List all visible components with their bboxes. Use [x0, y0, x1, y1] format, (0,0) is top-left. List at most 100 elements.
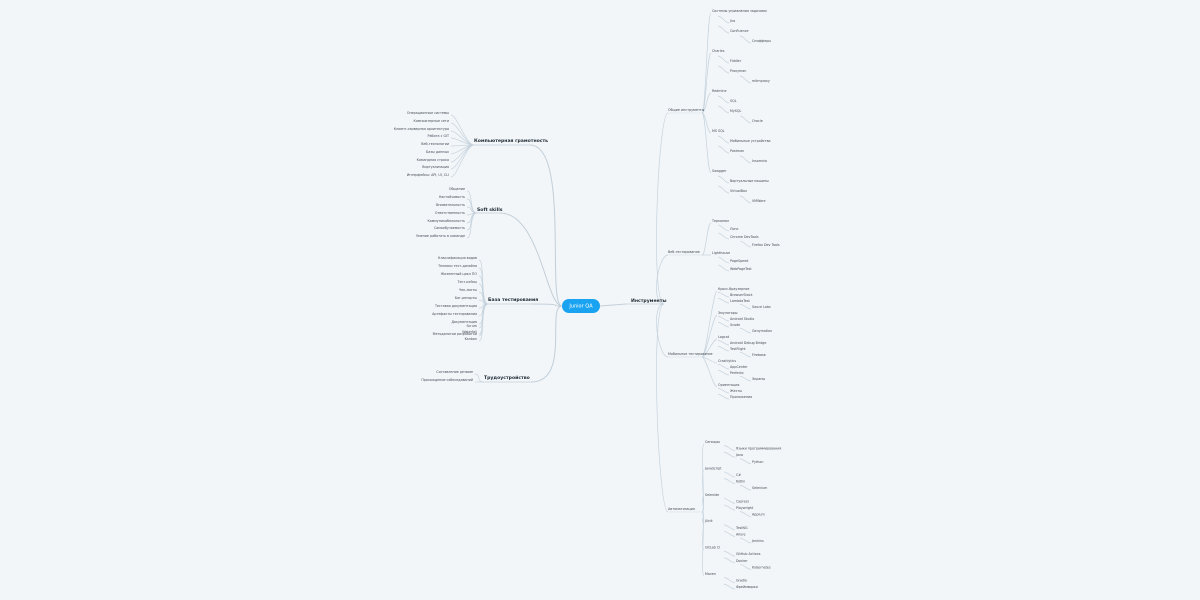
root-node[interactable]: Junior QA	[562, 299, 600, 313]
tool-item[interactable]: Kubernetes	[752, 565, 771, 569]
tool-item[interactable]: WebPageTest	[730, 267, 752, 271]
left-item-employment[interactable]: Прохождение собеседований	[421, 378, 473, 382]
left-item-competency[interactable]: Виртуализация	[422, 165, 449, 169]
tool-item[interactable]: Selenide	[705, 493, 719, 497]
left-item-competency[interactable]: Клиент-серверная архитектура	[394, 127, 449, 131]
left-item-testing[interactable]: Чек-листы	[459, 288, 477, 292]
tool-item[interactable]: Playwright	[736, 506, 754, 510]
tool-item[interactable]: GitLab CI	[705, 546, 720, 550]
tool-item[interactable]: JavaScript	[704, 466, 722, 470]
tool-item[interactable]: Redmine	[712, 89, 727, 93]
tool-item[interactable]: PageSpeed	[730, 259, 748, 263]
left-item-testing[interactable]: Артефакты тестирования	[432, 312, 477, 316]
tool-item[interactable]: Firefox Dev Tools	[752, 243, 780, 247]
tool-item[interactable]: Python	[752, 460, 763, 464]
left-item-competency[interactable]: Интерфейсы: API, UI, CLI	[407, 173, 449, 177]
tool-item[interactable]: TestNG	[735, 526, 748, 530]
tool-item[interactable]: Сенсоры	[705, 440, 720, 444]
left-item-soft[interactable]: Внимательность	[436, 203, 465, 207]
tool-item[interactable]: Jira	[729, 19, 735, 23]
section-mobile-testing[interactable]: Мобильное тестирование	[668, 352, 713, 356]
section-general-tools[interactable]: Общие инструменты	[668, 108, 705, 112]
tool-item[interactable]: Crashlytics	[718, 359, 736, 363]
tool-item[interactable]: Системы управления задачами	[712, 9, 767, 13]
tool-item[interactable]: Maven	[705, 572, 716, 576]
section-web-testing[interactable]: Веб-тестирование	[668, 250, 700, 254]
tool-item[interactable]: Виртуальные машины	[730, 179, 769, 183]
tool-item[interactable]: GitHub Actions	[736, 552, 761, 556]
tool-item[interactable]: mitmproxy	[752, 79, 770, 83]
left-item-soft[interactable]: Ответственность	[435, 211, 465, 215]
left-item-competency[interactable]: Веб-технологии	[421, 142, 449, 146]
left-item-testing[interactable]: Жизненный цикл ПО	[441, 272, 478, 276]
tool-item[interactable]: Cypress	[736, 499, 749, 503]
tool-item[interactable]: Снифферы	[752, 39, 771, 43]
tool-item[interactable]: Postman	[730, 149, 744, 153]
tool-item[interactable]: VMWare	[752, 199, 765, 203]
tool-item[interactable]: Жесты	[730, 389, 742, 393]
tool-item[interactable]: Фреймворки	[736, 585, 758, 589]
tool-item[interactable]: MS SQL	[712, 129, 725, 133]
tool-item[interactable]: Docker	[736, 559, 748, 563]
tool-item[interactable]: C#	[736, 473, 741, 477]
tool-item[interactable]: Кросс-браузерное	[718, 287, 749, 291]
branch-competency-label[interactable]: Компьютерная грамотность	[474, 138, 548, 144]
left-item-competency[interactable]: Операционные системы	[407, 111, 449, 115]
tool-item[interactable]: Sauce Labs	[752, 305, 771, 309]
tool-item[interactable]: Приложения	[730, 395, 752, 399]
left-item-testing[interactable]: Kanban	[465, 337, 477, 341]
tool-item[interactable]: Ориентация	[718, 383, 739, 387]
tool-item[interactable]: Firebase	[752, 353, 766, 357]
tool-item[interactable]: Kotlin	[736, 480, 745, 484]
tool-item[interactable]: JUnit	[704, 519, 713, 523]
left-item-competency[interactable]: Командная строка	[417, 158, 449, 162]
tool-item[interactable]: Allure	[736, 532, 746, 536]
tool-item[interactable]: AppCenter	[730, 365, 748, 369]
left-item-testing[interactable]: Scrum	[466, 324, 477, 328]
left-item-testing[interactable]: Баг-репорты	[455, 296, 478, 300]
left-item-employment[interactable]: Составление резюме	[436, 370, 473, 374]
tool-item[interactable]: MySQL	[730, 109, 741, 113]
tool-item[interactable]: Xcode	[730, 323, 740, 327]
left-item-testing[interactable]: Документация	[451, 320, 477, 324]
tool-item[interactable]: Мобильные устройства	[730, 139, 771, 143]
tool-item[interactable]: Appium	[752, 513, 765, 517]
tool-item[interactable]: Oracle	[752, 119, 763, 123]
left-item-testing[interactable]: Методологии разработки	[433, 332, 477, 336]
left-item-competency[interactable]: Компьютерные сети	[414, 119, 450, 123]
tool-item[interactable]: Терминал	[711, 219, 729, 223]
tool-item[interactable]: Confluence	[730, 29, 749, 33]
tool-item[interactable]: Chrome DevTools	[730, 235, 759, 239]
tool-item[interactable]: Экраны	[752, 377, 766, 381]
branch-tools-label[interactable]: Инструменты	[631, 298, 667, 304]
tool-item[interactable]: Языки программирования	[736, 447, 781, 451]
left-item-soft[interactable]: Общение	[449, 187, 465, 191]
tool-item[interactable]: Charles	[712, 49, 725, 53]
tool-item[interactable]: LambdaTest	[730, 299, 750, 303]
tool-item[interactable]: Fiddler	[730, 59, 742, 63]
left-item-testing[interactable]: Тестовая документация	[434, 304, 477, 308]
tool-item[interactable]: Android Studio	[730, 317, 754, 321]
left-item-soft[interactable]: Настойчивость	[439, 195, 465, 199]
tool-item[interactable]: SQL	[730, 99, 737, 103]
left-item-testing[interactable]: Тест-кейсы	[456, 280, 477, 284]
tool-item[interactable]: Perfecto	[730, 371, 744, 375]
left-item-testing[interactable]: Техники тест-дизайна	[437, 264, 477, 268]
tool-item[interactable]: VirtualBox	[730, 189, 747, 193]
tool-item[interactable]: Logcat	[718, 335, 730, 339]
branch-employment-label[interactable]: Трудоустройство	[484, 374, 530, 381]
tool-item[interactable]: Selenium	[752, 486, 767, 490]
left-item-soft[interactable]: Самообучаемость	[434, 226, 465, 230]
tool-item[interactable]: TestFlight	[729, 347, 746, 351]
left-item-soft[interactable]: Коммуникабельность	[427, 219, 465, 223]
tool-item[interactable]: Эмуляторы	[718, 311, 738, 315]
branch-soft-skills-label[interactable]: Soft skills	[477, 207, 503, 213]
left-item-soft[interactable]: Умение работать в команде	[416, 234, 465, 238]
tool-item[interactable]: Genymotion	[752, 329, 772, 333]
tool-item[interactable]: Swagger	[712, 169, 727, 173]
tool-item[interactable]: Логи	[730, 227, 738, 231]
branch-testing-base-label[interactable]: База тестирования	[488, 297, 538, 303]
left-item-testing[interactable]: Waterfall	[462, 330, 477, 334]
tool-item[interactable]: Lighthouse	[712, 251, 730, 255]
tool-item[interactable]: Insomnia	[752, 159, 767, 163]
